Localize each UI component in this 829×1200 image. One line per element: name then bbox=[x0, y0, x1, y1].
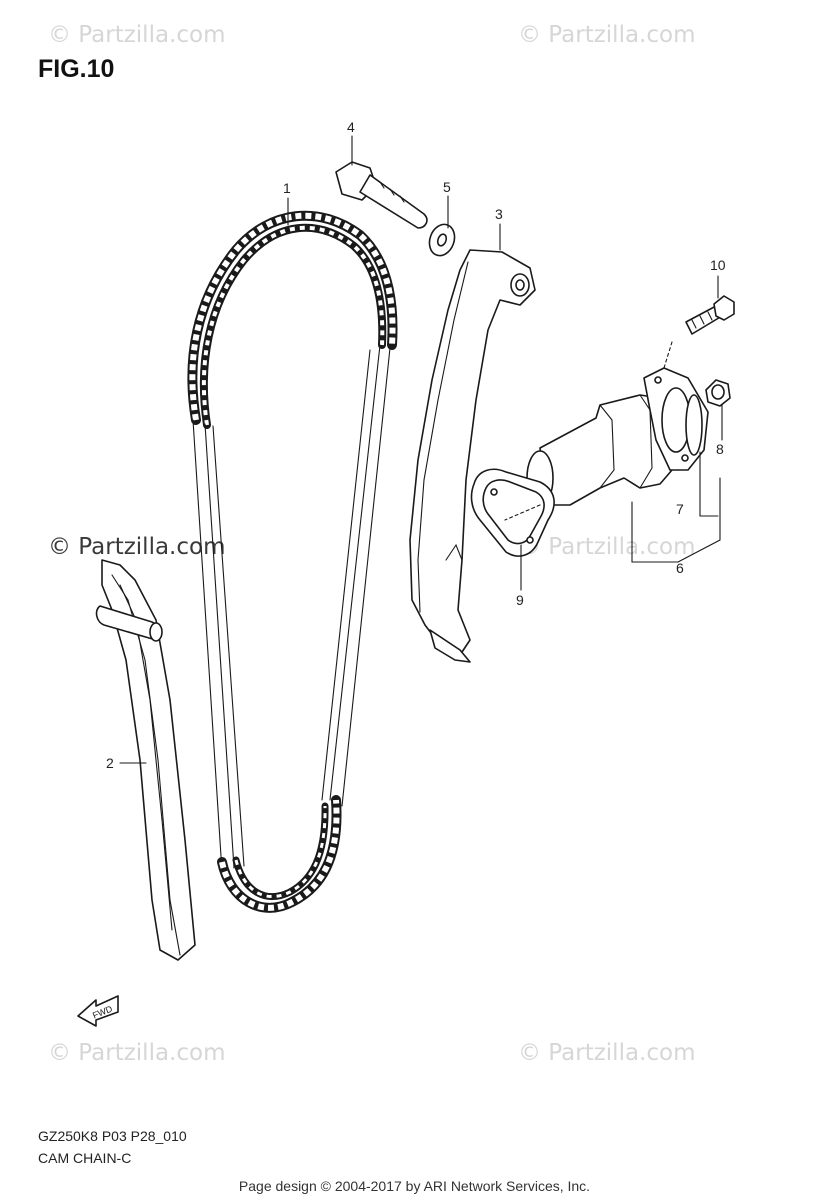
watermark: © Partzilla.com bbox=[518, 534, 696, 560]
callout-7[interactable]: 7 bbox=[676, 501, 684, 517]
callout-6[interactable]: 6 bbox=[676, 560, 684, 576]
watermark: © Partzilla.com bbox=[518, 22, 696, 48]
adjuster-bolt[interactable] bbox=[685, 295, 735, 335]
callout-10[interactable]: 10 bbox=[710, 257, 726, 273]
tensioner-bolt[interactable] bbox=[335, 161, 428, 229]
figure-title: FIG.10 bbox=[38, 55, 115, 83]
cap-bolt[interactable] bbox=[705, 379, 731, 407]
cam-chain-guide[interactable] bbox=[95, 559, 196, 961]
cam-chain-tensioner-arm[interactable] bbox=[409, 249, 536, 663]
watermark: © Partzilla.com bbox=[48, 1040, 226, 1066]
diagram-name: CAM CHAIN-C bbox=[38, 1150, 132, 1166]
leader-lines bbox=[119, 135, 723, 764]
callout-9[interactable]: 9 bbox=[516, 592, 524, 608]
callout-4[interactable]: 4 bbox=[347, 119, 355, 135]
fwd-arrow-icon: FWD bbox=[77, 995, 119, 1027]
model-code: GZ250K8 P03 P28_010 bbox=[38, 1128, 187, 1144]
watermark: © Partzilla.com bbox=[518, 1040, 696, 1066]
callout-3[interactable]: 3 bbox=[495, 206, 503, 222]
copyright-notice: Page design © 2004-2017 by ARI Network S… bbox=[238, 1178, 591, 1194]
callout-5[interactable]: 5 bbox=[443, 179, 451, 195]
callout-2[interactable]: 2 bbox=[106, 755, 114, 771]
watermark: © Partzilla.com bbox=[48, 534, 226, 560]
watermark: © Partzilla.com bbox=[48, 22, 226, 48]
washer[interactable] bbox=[425, 221, 458, 259]
callout-1[interactable]: 1 bbox=[283, 180, 291, 196]
callout-8[interactable]: 8 bbox=[716, 441, 724, 457]
o-ring[interactable] bbox=[685, 394, 703, 456]
tensioner-gasket[interactable] bbox=[470, 468, 555, 557]
cam-chain[interactable] bbox=[187, 210, 398, 913]
